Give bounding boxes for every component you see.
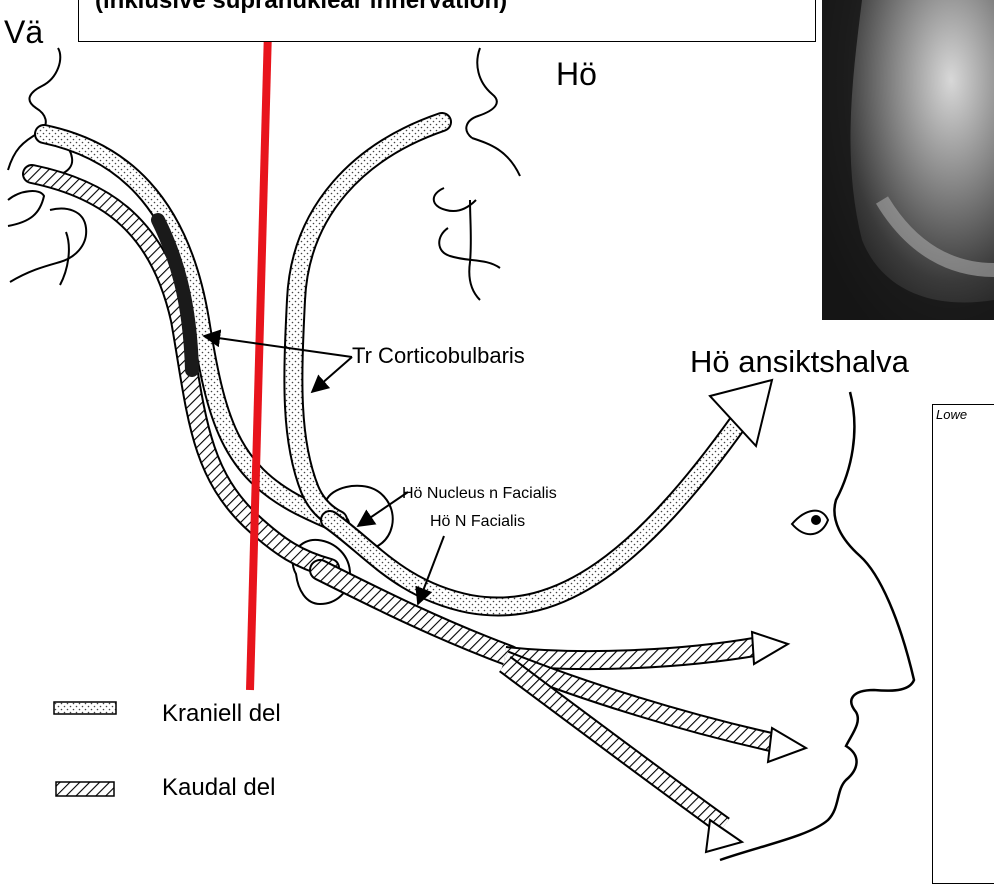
diagram-title: (inklusive supranukleär innervation): [95, 0, 507, 15]
tract-right-fill: [293, 122, 442, 520]
patient-photo: [822, 0, 994, 320]
legend-dotted-swatch: [54, 702, 116, 714]
nerve-label: Hö N Facialis: [430, 514, 525, 530]
lesion-line: [250, 30, 268, 690]
face-half-label: Hö ansiktshalva: [690, 346, 909, 377]
nucleus-label: Hö Nucleus n Facialis: [402, 486, 557, 502]
inset-panel: Lowe: [932, 404, 994, 884]
eye-icon: [792, 511, 828, 535]
legend-label-cranial: Kraniell del: [162, 702, 281, 726]
nerve-lower-branches: [505, 632, 806, 852]
tract-label: Tr Corticobulbaris: [352, 345, 525, 367]
legend-label-caudal: Kaudal del: [162, 776, 275, 800]
left-side-label: Vä: [4, 16, 43, 48]
title-box: (inklusive supranukleär innervation): [78, 0, 816, 42]
right-side-label: Hö: [556, 58, 597, 90]
tract-right: [293, 122, 442, 520]
inset-label: Lowe: [936, 407, 967, 422]
left-head-outline: [8, 48, 86, 285]
face-profile: [720, 392, 914, 860]
right-head-outline: [434, 48, 520, 300]
legend-hatched-swatch: [56, 782, 114, 796]
